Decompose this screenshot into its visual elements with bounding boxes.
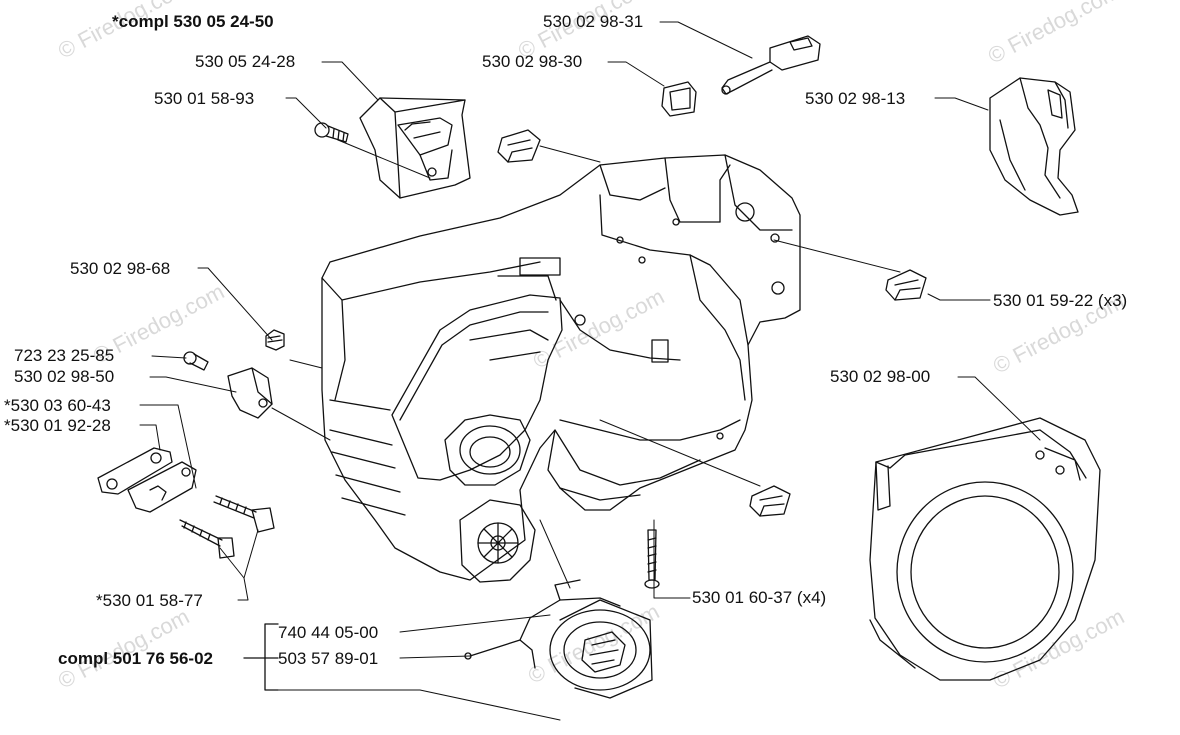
part-label-530-02-98-50: 530 02 98-50: [14, 367, 115, 386]
part-label-530-01-59-22: 530 01 59-22 (x3): [993, 291, 1128, 310]
part-label-530-01-58-77: *530 01 58-77: [96, 591, 203, 610]
part-label-530-01-92-28: *530 01 92-28: [4, 416, 111, 435]
part-530-02-98-50: [227, 367, 273, 419]
assembly-label-bottom: compl 501 76 56-02: [58, 649, 213, 668]
crankcase-housing: [321, 154, 801, 583]
part-label-530-02-98-68: 530 02 98-68: [70, 259, 171, 278]
part-530-02-98-30: [661, 81, 697, 117]
part-530-01-59-22-clip-b: [885, 269, 927, 301]
part-label-530-01-58-93: 530 01 58-93: [154, 89, 255, 108]
part-label-530-02-98-30: 530 02 98-30: [482, 52, 583, 71]
assembly-label-top: *compl 530 05 24-50: [112, 12, 274, 31]
leader-lines: [139, 21, 1041, 721]
assembly-bracket: [243, 623, 279, 691]
part-530-03-60-43-plate: [97, 447, 173, 495]
part-label-530-02-98-13: 530 02 98-13: [805, 89, 906, 108]
part-530-01-60-37: [644, 529, 660, 589]
part-530-01-59-22-clip-c: [749, 485, 791, 517]
part-530-02-98-13: [989, 77, 1079, 216]
part-530-01-59-22-clip-a: [497, 129, 541, 163]
part-label-530-03-60-43: *530 03 60-43: [4, 396, 111, 415]
part-label-530-02-98-31: 530 02 98-31: [543, 12, 644, 31]
part-723-23-25-85: [183, 351, 209, 371]
part-530-01-58-77-bolt-a: [179, 519, 235, 559]
part-label-530-02-98-00: 530 02 98-00: [830, 367, 931, 386]
part-530-01-92-28-plate: [127, 461, 197, 513]
part-530-01-58-77-bolt-b: [213, 495, 275, 533]
part-label-530-01-60-37: 530 01 60-37 (x4): [692, 588, 827, 607]
part-530-01-58-93: [314, 122, 349, 143]
part-label-503-57-89-01: 503 57 89-01: [278, 649, 379, 668]
part-530-05-24-28: [359, 97, 471, 199]
part-label-723-23-25-85: 723 23 25-85: [14, 346, 115, 365]
part-530-02-98-31: [721, 35, 821, 95]
part-503-57-89-01: [549, 599, 653, 699]
part-label-740-44-05-00: 740 44 05-00: [278, 623, 379, 642]
part-label-530-05-24-28: 530 05 24-28: [195, 52, 296, 71]
part-740-44-05-00: [464, 579, 621, 669]
part-530-02-98-00: [869, 417, 1101, 681]
part-530-02-98-68: [265, 329, 285, 351]
